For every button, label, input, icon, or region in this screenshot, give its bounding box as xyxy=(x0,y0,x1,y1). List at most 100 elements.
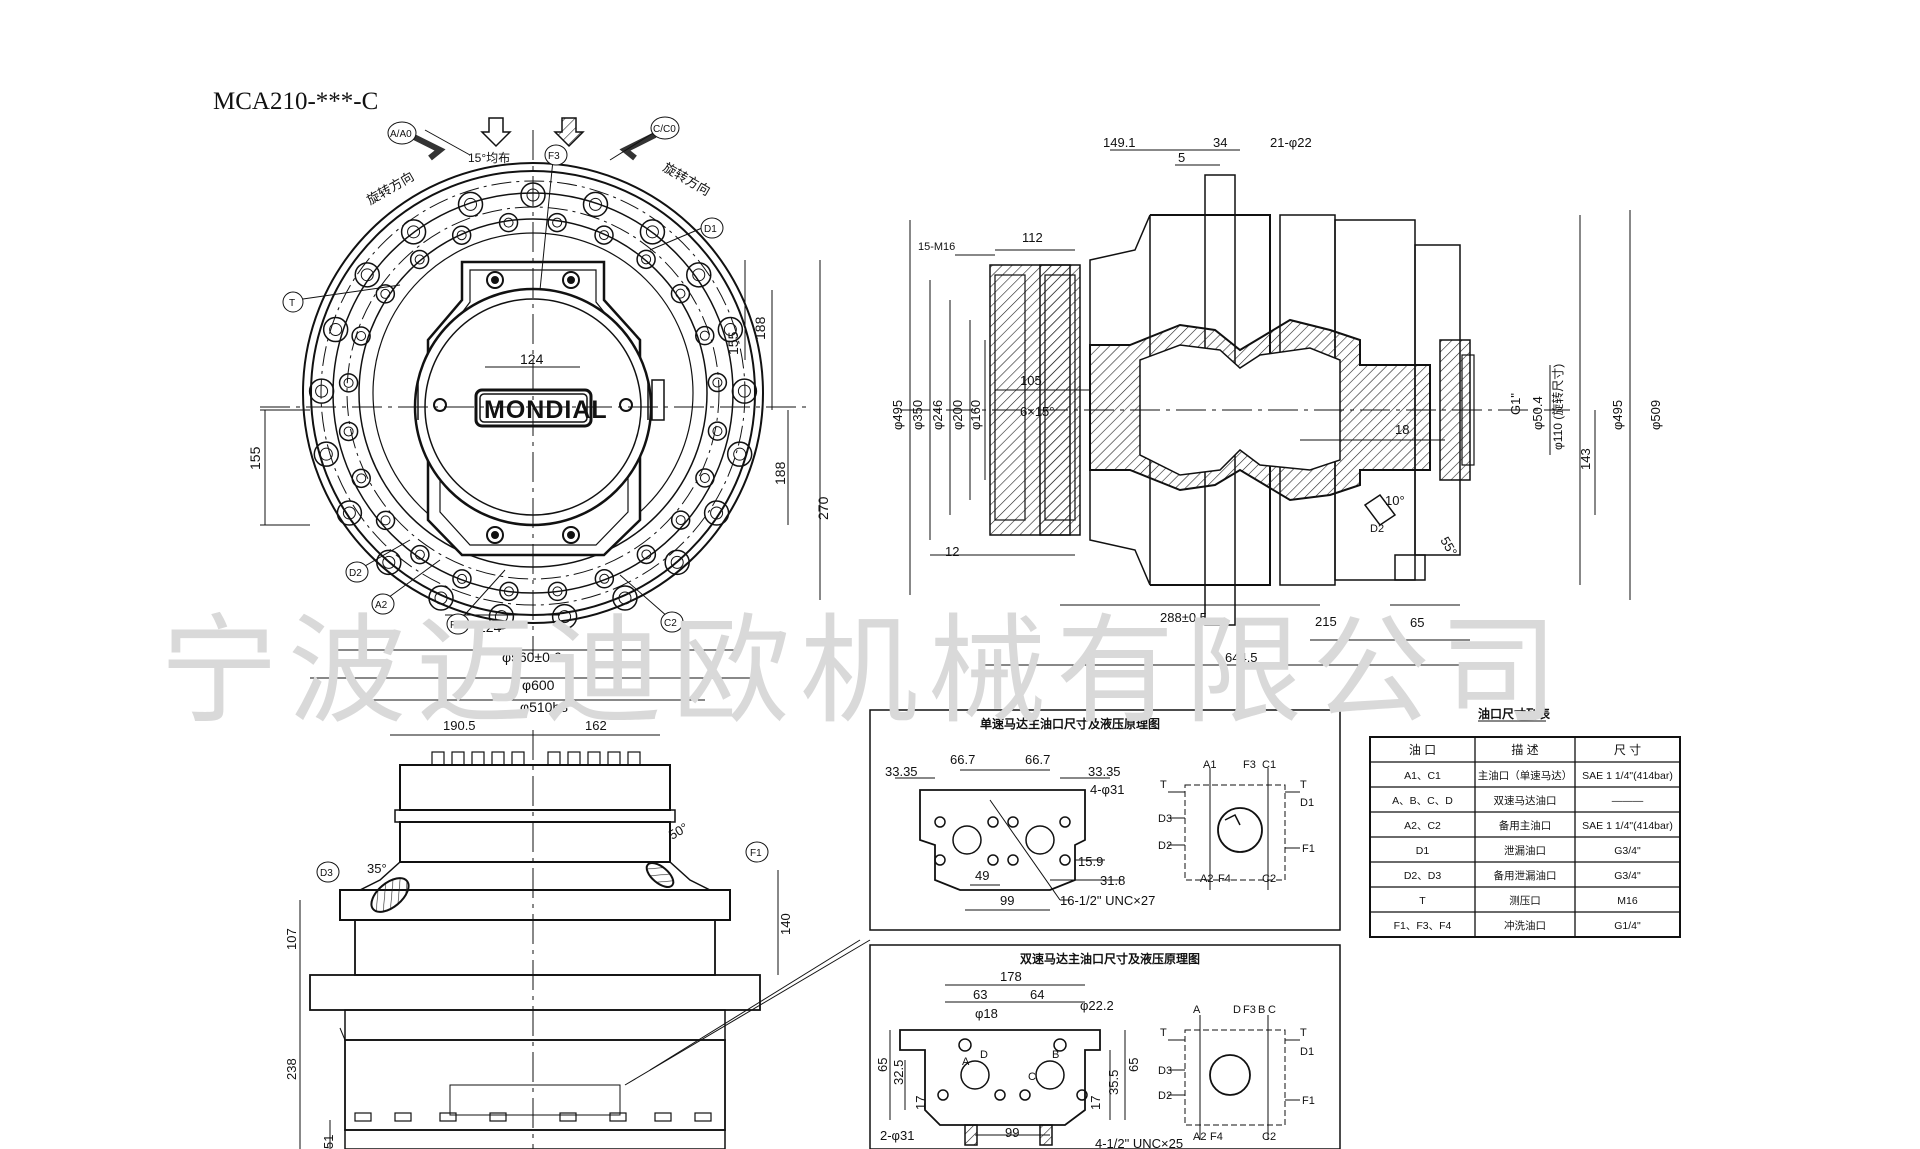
table-cell: 备用主油口 xyxy=(1499,819,1552,832)
svg-text:A2: A2 xyxy=(375,600,388,611)
svg-text:107: 107 xyxy=(284,928,299,950)
svg-text:D1: D1 xyxy=(704,224,717,235)
bolt-hole xyxy=(498,212,519,233)
bolt-hole xyxy=(594,569,615,589)
svg-text:φ495: φ495 xyxy=(1610,400,1625,430)
bolt-hole-inner xyxy=(599,230,610,241)
svg-text:D3: D3 xyxy=(1158,1065,1172,1077)
bolt-hole-inner xyxy=(670,555,684,569)
svg-text:65: 65 xyxy=(1126,1058,1141,1072)
bolt-hole xyxy=(308,378,335,404)
table-cell: D1 xyxy=(1416,845,1430,857)
company-watermark: 宁波迈迪欧机械有限公司 xyxy=(160,602,1568,740)
svg-text:149.1: 149.1 xyxy=(1103,135,1136,150)
port-label-c-c0: C/C0 xyxy=(650,116,680,140)
svg-text:215: 215 xyxy=(1315,614,1337,629)
svg-text:D2: D2 xyxy=(1158,840,1172,852)
svg-text:C: C xyxy=(1268,1004,1276,1016)
svg-text:C2: C2 xyxy=(1262,1131,1276,1143)
bolt-hole-inner xyxy=(464,197,478,211)
svg-text:F1: F1 xyxy=(750,848,762,859)
front-port-labels: A/A0 C/C0 F3 D1 T D2 A2 F4 C2 xyxy=(282,116,724,635)
bolt-hole-inner xyxy=(414,549,425,560)
svg-text:21-φ22: 21-φ22 xyxy=(1270,135,1312,150)
svg-text:φ22.2: φ22.2 xyxy=(1080,998,1114,1013)
bolt-hole-inner xyxy=(699,473,710,484)
table-cell: M16 xyxy=(1617,895,1638,907)
svg-text:10°: 10° xyxy=(1385,493,1405,508)
svg-text:φ50.4: φ50.4 xyxy=(1530,396,1545,430)
svg-text:A2: A2 xyxy=(1193,1131,1206,1143)
svg-text:F3: F3 xyxy=(1243,1004,1256,1016)
svg-text:65: 65 xyxy=(1410,615,1424,630)
bolt-hole-inner xyxy=(675,515,686,526)
table-cell: F1、F3、F4 xyxy=(1394,920,1452,932)
bolt-hole-inner xyxy=(456,230,467,241)
svg-text:66.7: 66.7 xyxy=(1025,752,1050,767)
bolt-hole-inner xyxy=(456,573,467,584)
svg-text:单速马达主油口尺寸及液压原理图: 单速马达主油口尺寸及液压原理图 xyxy=(980,716,1160,731)
bolt-hole xyxy=(451,225,472,245)
bolt-hole xyxy=(707,372,728,393)
table-header-cell: 尺 寸 xyxy=(1614,743,1641,757)
bottom-elevation-view xyxy=(299,730,871,1149)
svg-text:99: 99 xyxy=(1000,893,1014,908)
svg-text:T: T xyxy=(1300,1027,1307,1039)
svg-text:4-1/2" UNC×25: 4-1/2" UNC×25 xyxy=(1095,1136,1183,1149)
port-label-d3: D3 xyxy=(316,861,340,883)
svg-text:644.5: 644.5 xyxy=(1225,650,1258,665)
svg-text:188: 188 xyxy=(772,461,788,485)
bolt-hole xyxy=(695,468,715,488)
table-cell: G3/4" xyxy=(1614,870,1641,882)
svg-text:238: 238 xyxy=(284,1058,299,1080)
bolt-hole-inner xyxy=(360,268,374,282)
bolt-hole xyxy=(612,585,638,611)
svg-text:105: 105 xyxy=(1020,373,1042,388)
bolt-hole-inner xyxy=(599,573,610,584)
svg-text:155: 155 xyxy=(725,331,741,355)
bolt-hole xyxy=(338,373,359,393)
svg-text:140: 140 xyxy=(778,913,793,935)
bolt-hole xyxy=(707,421,728,441)
svg-text:φ560±0.6: φ560±0.6 xyxy=(502,649,562,665)
port-label-d2: D2 xyxy=(345,561,369,583)
table-header-cell: 油 口 xyxy=(1409,743,1436,757)
svg-text:18: 18 xyxy=(1395,422,1409,437)
svg-text:15.9: 15.9 xyxy=(1078,854,1103,869)
svg-text:F4: F4 xyxy=(1218,873,1231,885)
bolt-hole-inner xyxy=(712,377,723,388)
bolt-hole-inner xyxy=(712,426,723,437)
svg-text:旋转方向: 旋转方向 xyxy=(661,160,714,199)
svg-text:双速马达主油口尺寸及液压原理图: 双速马达主油口尺寸及液压原理图 xyxy=(1020,951,1200,966)
svg-text:188: 188 xyxy=(752,316,768,340)
bolt-hole-inner xyxy=(552,217,563,228)
bolt-hole-inner xyxy=(699,330,710,341)
table-cell: A1、C1 xyxy=(1404,770,1441,782)
bolt-hole-inner xyxy=(342,506,356,520)
bolt-hole-inner xyxy=(558,610,572,624)
port-label-c2: C2 xyxy=(660,611,684,633)
bolt-hole xyxy=(313,441,340,467)
svg-text:φ600: φ600 xyxy=(522,677,555,693)
svg-text:162: 162 xyxy=(585,718,607,733)
svg-text:2-φ31: 2-φ31 xyxy=(880,1128,914,1143)
port-label-f3: F3 xyxy=(544,144,568,166)
bolt-hole-inner xyxy=(343,426,354,437)
svg-text:A: A xyxy=(1193,1004,1201,1016)
svg-text:270: 270 xyxy=(815,496,831,520)
svg-text:288±0.5: 288±0.5 xyxy=(1160,610,1207,625)
table-cell: A2、C2 xyxy=(1404,820,1441,832)
bolt-hole xyxy=(338,421,359,442)
bolt-hole xyxy=(670,283,691,304)
bolt-hole xyxy=(685,262,712,288)
svg-text:C2: C2 xyxy=(664,618,677,629)
bolt-hole xyxy=(547,581,568,602)
svg-text:32.5: 32.5 xyxy=(891,1060,906,1085)
front-view xyxy=(260,117,821,701)
port-label-f4: F4 xyxy=(446,613,470,635)
svg-text:6×15°: 6×15° xyxy=(1020,404,1054,419)
bolt-hole-inner xyxy=(319,447,333,461)
svg-text:T: T xyxy=(289,298,295,309)
svg-text:51: 51 xyxy=(321,1135,336,1149)
